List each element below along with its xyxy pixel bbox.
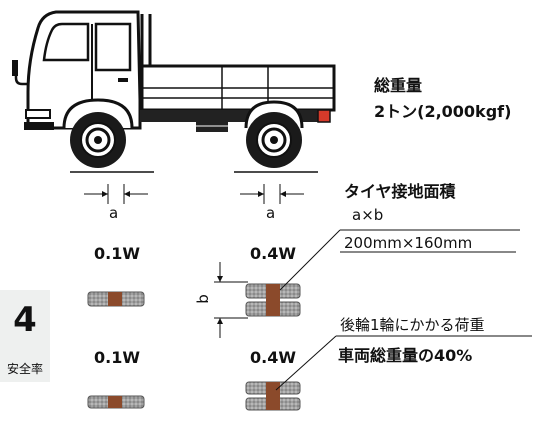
safety-factor-box bbox=[0, 290, 50, 382]
leader-contact-area bbox=[279, 229, 520, 291]
total-weight-title: 総重量 bbox=[374, 76, 423, 95]
rear-load-value: 車両総重量の40% bbox=[338, 346, 473, 365]
contact-area-title: タイヤ接地面積 bbox=[344, 182, 456, 201]
safety-factor-label: 安全率 bbox=[6, 362, 43, 376]
load-front-bottom: 0.1W bbox=[94, 348, 140, 367]
tire-footprint-front-bottom bbox=[87, 395, 145, 409]
tire-footprint-rear-bottom bbox=[245, 381, 301, 411]
leader-rear-load bbox=[275, 335, 532, 391]
dimension-a-front bbox=[84, 184, 148, 204]
truck-illustration bbox=[12, 10, 336, 168]
tire-footprint-rear-top bbox=[245, 283, 301, 317]
load-rear-top: 0.4W bbox=[250, 244, 296, 263]
dimension-b bbox=[214, 262, 248, 338]
dimension-a-rear-label: a bbox=[266, 204, 276, 222]
contact-area-dimensions: 200mm×160mm bbox=[344, 234, 473, 252]
total-weight-value: 2トン(2,000kgf) bbox=[374, 102, 512, 121]
load-rear-bottom: 0.4W bbox=[250, 348, 296, 367]
tire-footprint-front-top bbox=[87, 291, 145, 307]
contact-area-formula: a×b bbox=[352, 206, 384, 224]
rear-load-title: 後輪1輪にかかる荷重 bbox=[340, 316, 485, 334]
dimension-a-rear bbox=[240, 184, 304, 204]
safety-factor-number: 4 bbox=[13, 300, 37, 340]
load-front-top: 0.1W bbox=[94, 244, 140, 263]
dimension-a-front-label: a bbox=[109, 204, 119, 222]
dimension-b-label: b bbox=[193, 294, 212, 304]
